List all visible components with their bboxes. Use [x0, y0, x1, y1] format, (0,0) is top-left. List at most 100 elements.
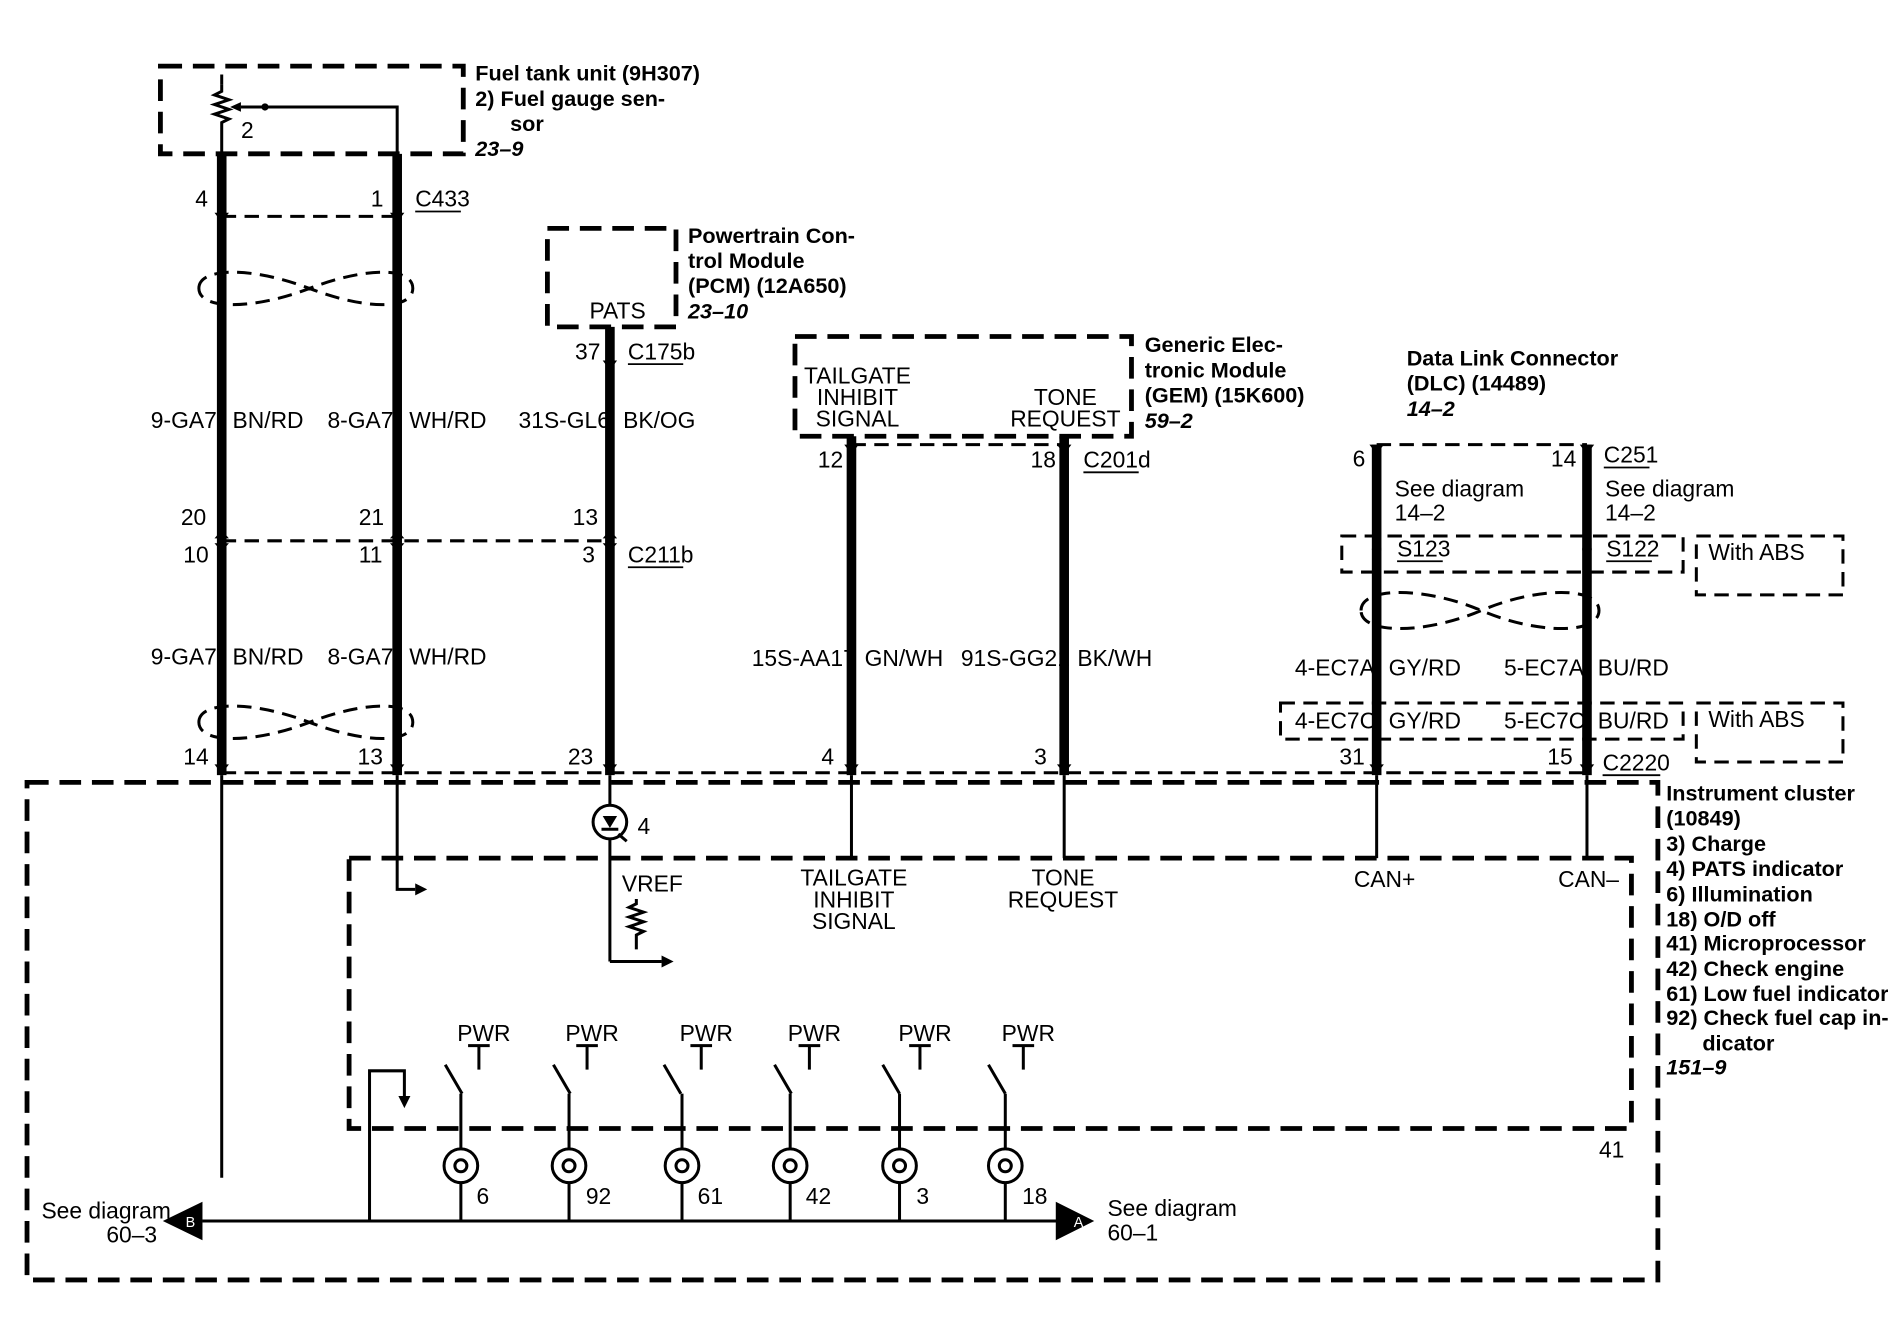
lamp-61: PWR 61 [662, 1020, 733, 1222]
gem-title: tronic Module [1145, 357, 1287, 382]
lamp-icon [442, 1147, 480, 1185]
c2220-pin: 31 [1339, 743, 1364, 769]
gem-tailgate-label: TAILGATE [804, 362, 911, 388]
with-abs-label: With ABS [1708, 539, 1804, 565]
lamp-icon [881, 1147, 918, 1185]
switch-icon [662, 1064, 683, 1095]
wire-circuit: 15S-AA17 [752, 645, 856, 671]
c433-label: C433 [415, 186, 470, 212]
pwr-label: PWR [1002, 1020, 1055, 1046]
wire-color: BK/WH [1077, 645, 1152, 671]
inner-tone-label: TONE [1031, 865, 1094, 891]
lamp-icon [771, 1147, 809, 1185]
c251-pin-right: 14 [1551, 445, 1577, 471]
wire-circuit: 4-EC7C [1295, 707, 1376, 733]
fuel-gauge-sensor-icon [209, 84, 234, 154]
wire-circuit: 5-EC7A [1504, 654, 1585, 680]
c2220-pin: 23 [568, 743, 593, 769]
lamp-icon [550, 1147, 588, 1185]
pwr-label: PWR [565, 1020, 618, 1046]
inner-tailgate-label: INHIBIT [813, 886, 894, 912]
lamp-number: 3 [916, 1183, 929, 1209]
splice-s123-label: S123 [1397, 535, 1450, 561]
switch-icon [552, 1064, 572, 1095]
instrument-cluster-box [24, 779, 1661, 1283]
c433-pin-right: 1 [371, 186, 384, 212]
c2220-pin: 15 [1547, 743, 1572, 769]
switch-icon [987, 1064, 1007, 1095]
fuel-tank-ref: 23–9 [474, 136, 523, 161]
mid-pin-top: 13 [573, 504, 598, 530]
c433-pin-left: 4 [195, 186, 208, 212]
with-abs-box [1694, 534, 1845, 597]
lamp-42: PWR 42 [771, 1020, 841, 1222]
see-diagram-text: See diagram [1395, 475, 1524, 501]
connector-a-icon [1055, 1201, 1095, 1241]
inner-tailgate-label: TAILGATE [800, 865, 907, 891]
instrument-cluster: Instrument cluster (10849) 3) Charge 4) … [24, 775, 1888, 1283]
wire-color: BN/RD [233, 644, 304, 670]
c175b-label: C175b [628, 338, 695, 364]
vref-resistor-icon [624, 898, 649, 950]
fuel-tank-title: Fuel tank unit (9H307) [475, 61, 700, 86]
gem-box [792, 334, 1134, 439]
inner-tailgate-label: SIGNAL [812, 908, 896, 934]
pwr-label: PWR [788, 1020, 841, 1046]
lamp-92: PWR 92 [550, 1020, 619, 1222]
gem-tone-label: REQUEST [1010, 406, 1120, 432]
lamp-number: 42 [806, 1183, 831, 1209]
wire-circuit: 9-GA7 [151, 407, 217, 433]
microprocessor-number: 41 [1599, 1136, 1624, 1162]
wire-circuit: 4-EC7A [1295, 654, 1376, 680]
pcm-module: PATS Powertrain Con- trol Module (PCM) (… [519, 223, 855, 776]
fuel-tank-unit-box [158, 63, 466, 157]
abs-wire-box [1279, 701, 1685, 741]
cluster-item: 6) Illumination [1666, 881, 1813, 906]
lamp-number: 6 [476, 1183, 489, 1209]
fuel-tank-unit: 2 Fuel tank unit (9H307) 2) Fuel gauge s… [158, 61, 700, 161]
pcm-title: Powertrain Con- [688, 223, 855, 248]
cluster-title: Instrument cluster [1666, 780, 1855, 805]
cluster-item: 61) Low fuel indicator [1666, 981, 1888, 1006]
cluster-item: 41) Microprocessor [1666, 931, 1866, 956]
c251-label: C251 [1604, 442, 1659, 468]
switch-icon [881, 1064, 901, 1095]
lamp-group: PWR 6 PWR 92 PWR [442, 1020, 1055, 1222]
gem-tailgate-label: SIGNAL [816, 406, 900, 432]
dlc-title: Data Link Connector [1407, 345, 1619, 370]
cluster-item: 92) Check fuel cap in- [1666, 1005, 1888, 1030]
c201d-label: C201d [1083, 447, 1150, 473]
pcm-title: trol Module [688, 248, 805, 273]
pcm-box [544, 225, 679, 330]
wire-color: BN/RD [233, 407, 304, 433]
wire-color: WH/RD [409, 407, 486, 433]
lamp-6: PWR 6 [442, 1020, 511, 1222]
c201d-pin-right: 18 [1031, 447, 1056, 473]
dlc-title: (DLC) (14489) [1407, 371, 1546, 396]
twisted-pair-shield-icon [197, 704, 415, 741]
cluster-title: (10849) [1666, 806, 1741, 831]
lamp-number: 18 [1022, 1183, 1047, 1209]
lamp-icon [986, 1147, 1024, 1185]
c2220-pin: 3 [1034, 743, 1047, 769]
c2220-pin: 14 [183, 743, 209, 769]
c2220-pin: 13 [358, 743, 383, 769]
see-diagram-ref: 14–2 [1395, 499, 1446, 525]
wire-circuit: 8-GA7 [327, 407, 393, 433]
see-diagram-ref: 14–2 [1605, 499, 1656, 525]
splice-s122-label: S122 [1606, 535, 1659, 561]
gem-ref: 59–2 [1145, 408, 1193, 433]
wire-color: BK/OG [623, 407, 695, 433]
inner-tone-label: REQUEST [1008, 886, 1118, 912]
cluster-item: 4) PATS indicator [1666, 856, 1844, 881]
cluster-item-cont: dicator [1702, 1030, 1775, 1055]
see-diagram-ref: 60–3 [106, 1222, 157, 1248]
wire-color: GY/RD [1389, 654, 1461, 680]
see-diagram-text: See diagram [1107, 1195, 1236, 1221]
mid-pin-bottom: 3 [582, 541, 595, 567]
wire-circuit: 31S-GL6 [519, 407, 610, 433]
mid-pin-bottom: 11 [359, 541, 383, 567]
see-diagram-ref: 60–1 [1107, 1219, 1158, 1245]
lamp-icon [663, 1147, 701, 1185]
switch-icon [773, 1064, 793, 1095]
